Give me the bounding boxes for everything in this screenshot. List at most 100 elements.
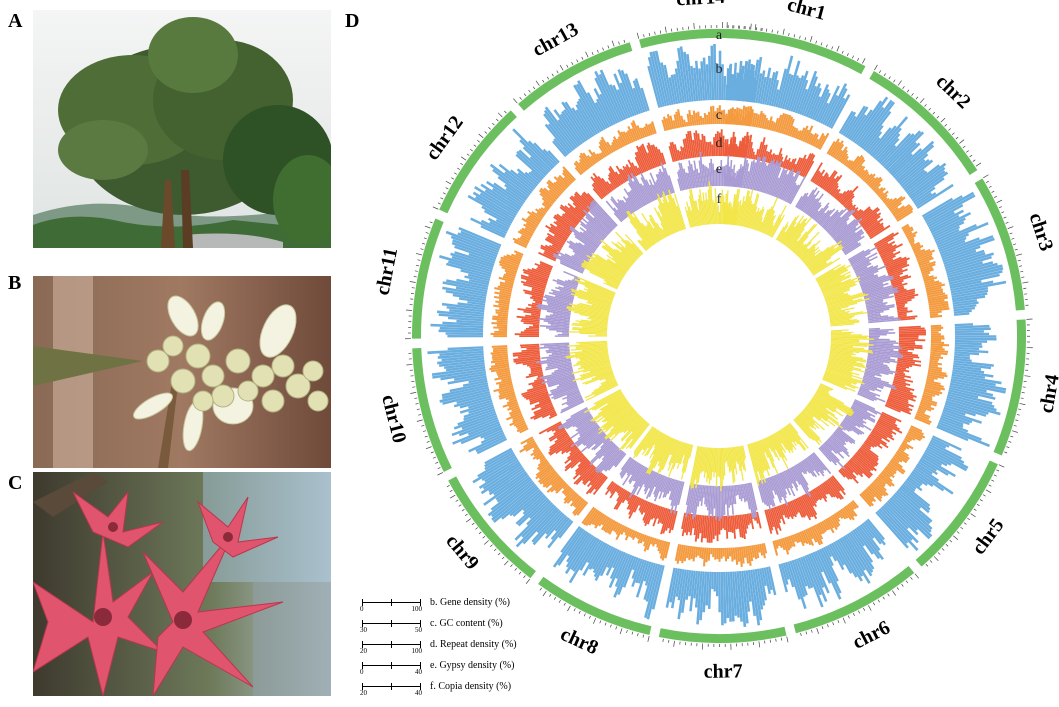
density-bar	[886, 260, 908, 271]
density-bar	[556, 380, 577, 389]
density-bar	[673, 481, 684, 515]
density-bar	[803, 251, 816, 263]
density-bar	[487, 217, 510, 230]
density-bar	[668, 441, 682, 477]
density-bar	[734, 72, 739, 101]
density-bar	[607, 174, 619, 188]
density-bar	[777, 170, 792, 199]
density-bar	[842, 507, 852, 521]
density-bar	[569, 196, 588, 215]
density-bar	[627, 177, 645, 207]
density-bar	[452, 293, 486, 302]
density-bar	[808, 201, 820, 217]
density-bar	[776, 174, 788, 199]
density-bar	[676, 442, 686, 470]
density-bar	[907, 234, 917, 241]
density-bar	[689, 445, 699, 486]
density-bar	[603, 449, 622, 471]
density-bar	[864, 294, 889, 302]
density-bar	[665, 509, 673, 531]
density-bar	[662, 116, 669, 131]
density-bar	[732, 62, 738, 101]
density-bar	[583, 261, 621, 283]
density-bar	[824, 287, 850, 299]
density-bar	[569, 227, 598, 249]
density-bar	[697, 198, 703, 226]
density-bar	[620, 525, 627, 535]
panel-label-b: B	[8, 272, 22, 294]
density-bar	[620, 246, 637, 261]
density-bar	[494, 361, 509, 366]
outer-tick	[842, 617, 846, 624]
density-bar	[880, 132, 912, 166]
density-bar	[890, 388, 917, 398]
density-bar	[816, 266, 846, 283]
density-bar	[783, 427, 798, 447]
density-bar	[944, 404, 976, 417]
density-bar	[458, 227, 502, 247]
density-bar	[627, 191, 640, 210]
density-bar	[595, 446, 619, 473]
density-bar	[797, 88, 808, 114]
density-bar	[468, 278, 489, 286]
density-bar	[624, 73, 642, 114]
density-bar	[695, 130, 700, 158]
density-bar	[545, 363, 572, 371]
density-bar	[724, 193, 728, 225]
density-bar	[811, 210, 819, 219]
density-bar	[708, 447, 713, 485]
density-bar	[659, 438, 675, 473]
chromosome-label-chr9: chr9	[441, 530, 483, 574]
density-bar	[922, 393, 933, 399]
density-bar	[831, 140, 844, 158]
density-bar	[497, 313, 509, 317]
density-bar	[769, 476, 777, 495]
density-bar	[583, 429, 603, 446]
density-bar	[674, 68, 683, 104]
density-bar	[457, 410, 496, 426]
density-bar	[794, 244, 805, 255]
density-bar	[816, 549, 842, 600]
density-bar	[835, 429, 853, 445]
density-bar	[789, 422, 799, 434]
density-bar	[682, 147, 687, 160]
density-bar	[559, 260, 584, 273]
density-bar	[598, 406, 633, 435]
density-bar	[664, 167, 674, 194]
density-bar	[728, 515, 732, 533]
density-bar	[767, 566, 777, 596]
outer-tick	[477, 140, 480, 143]
density-bar	[550, 476, 562, 487]
density-bar	[829, 477, 841, 492]
density-bar	[622, 196, 635, 213]
density-bar	[828, 360, 854, 368]
outer-tick	[478, 133, 484, 139]
density-bar	[588, 510, 600, 526]
density-bar	[590, 259, 624, 280]
density-bar	[543, 320, 570, 324]
density-bar	[635, 559, 646, 584]
density-bar	[806, 457, 820, 476]
density-bar	[491, 355, 509, 359]
density-bar	[886, 262, 908, 272]
density-bar	[863, 441, 872, 448]
density-bar	[728, 111, 732, 125]
density-bar	[878, 417, 900, 431]
density-bar	[743, 189, 754, 227]
density-bar	[819, 385, 831, 392]
outer-tick	[460, 162, 464, 166]
density-bar	[763, 567, 771, 595]
outer-tick	[437, 202, 441, 205]
density-bar	[859, 524, 881, 551]
density-bar	[867, 314, 882, 318]
outer-tick	[510, 564, 513, 567]
density-bar	[557, 528, 585, 566]
density-bar	[840, 153, 849, 164]
density-bar	[590, 472, 603, 486]
density-bar	[815, 205, 829, 222]
density-bar	[580, 319, 608, 324]
density-bar	[662, 477, 671, 498]
density-bar	[523, 439, 536, 449]
density-bar	[740, 157, 747, 188]
